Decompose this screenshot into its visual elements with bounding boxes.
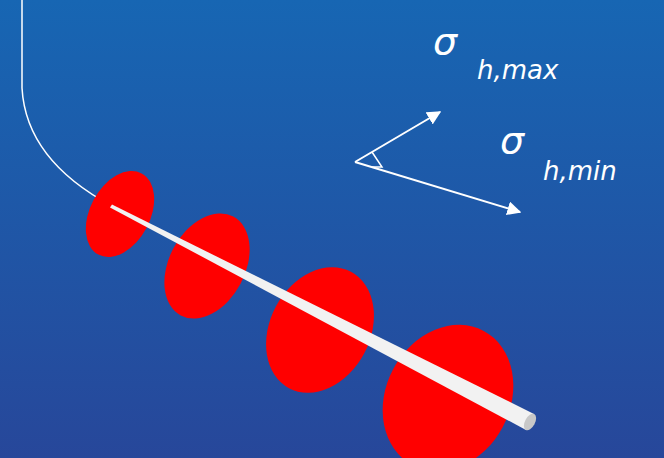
stress-subscript: h,max bbox=[477, 57, 558, 83]
fracture-disk bbox=[72, 159, 168, 268]
fracture-disk bbox=[147, 199, 267, 334]
well-path bbox=[22, 0, 112, 206]
right-angle-mark bbox=[372, 152, 382, 167]
axis-arrow bbox=[355, 162, 520, 212]
wellbore-end bbox=[521, 412, 538, 433]
stress-symbol: σ bbox=[500, 121, 524, 159]
stress-symbol: σ bbox=[433, 22, 457, 60]
stress-subscript: h,min bbox=[543, 158, 617, 184]
axis-arrow bbox=[355, 112, 440, 162]
wellbore bbox=[110, 205, 534, 430]
fracture-disks bbox=[72, 159, 539, 458]
stress-axes bbox=[355, 112, 520, 212]
fracture-disk bbox=[245, 248, 395, 411]
